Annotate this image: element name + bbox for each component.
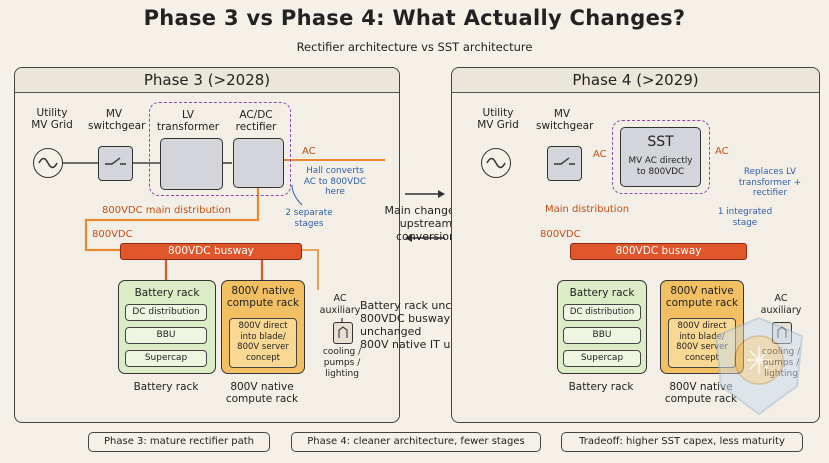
p3-switchgear-label: MV switchgear [88, 108, 146, 132]
p3-separate-note: 2 separate stages [285, 208, 333, 229]
p3-aux-label: AC auxiliary [319, 293, 361, 316]
p3-acdc-rectifier-box [233, 138, 284, 188]
p4-main-dist-label: Main distribution [545, 204, 630, 215]
p4-busway: 800VDC busway [570, 243, 747, 260]
p4-vdc-label: 800VDC [540, 229, 581, 240]
p4-battery-item-bbu: BBU [563, 327, 641, 344]
center-arrow-right-head [438, 190, 445, 198]
p3-utility-grid-icon [33, 148, 63, 178]
p3-compute-inner: 800V direct into blade/ 800V server conc… [229, 318, 297, 368]
p3-vdc-label: 800VDC [92, 229, 133, 240]
p3-hall-note: Hall converts AC to 800VDC here [303, 166, 367, 197]
p3-note-arrow [291, 184, 303, 206]
p3-battery-rack-title: Battery rack [134, 287, 200, 299]
p4-integrated-note: 1 integrated stage [717, 207, 773, 228]
p3-line-main-dist [84, 186, 260, 252]
p3-switchgear-box [98, 146, 133, 181]
footer-left: Phase 3: mature rectifier path [88, 432, 270, 452]
p3-aux-fan-icon [333, 322, 353, 344]
p4-ac-label-2: AC [715, 146, 729, 157]
p4-sst-desc: MV AC directly to 800VDC [628, 156, 693, 177]
p3-battery-item-dc: DC distribution [125, 304, 207, 321]
p4-utility-grid-icon [481, 148, 511, 178]
p3-conversion-group [149, 102, 291, 196]
p4-aux-label: AC auxiliary [760, 293, 802, 316]
p4-battery-rack-title: Battery rack [569, 287, 635, 299]
p4-switch-icon [554, 157, 575, 165]
p4-utility-label: Utility MV Grid [477, 107, 519, 131]
p3-lv-label: LV transformer [156, 109, 220, 133]
p4-sst-group [612, 120, 710, 194]
p3-lv-transformer-box [160, 138, 223, 190]
p4-compute-rack-title: 800V native compute rack [665, 285, 739, 309]
footer-right: Tradeoff: higher SST capex, less maturit… [561, 432, 803, 452]
p3-compute-rack-title: 800V native compute rack [226, 285, 300, 309]
phase4-header: Phase 4 (>2029) [452, 68, 819, 93]
p4-battery-item-supercap: Supercap [563, 350, 641, 367]
p4-ac-label-1: AC [593, 149, 607, 160]
center-arrow-left-head [405, 234, 412, 242]
p4-replaces-note: Replaces LV transformer + rectifier [738, 167, 802, 198]
p3-battery-caption: Battery rack [133, 381, 199, 393]
p3-busway: 800VDC busway [120, 243, 302, 260]
p3-battery-item-bbu: BBU [125, 327, 207, 344]
center-main-change: Main change = upstream conversion [384, 204, 468, 243]
p4-switchgear-box [547, 146, 582, 181]
watermark-logo-icon [714, 316, 804, 416]
page-subtitle: Rectifier architecture vs SST architectu… [296, 40, 533, 54]
p4-compute-caption: 800V native compute rack [664, 381, 738, 405]
page-title: Phase 3 vs Phase 4: What Actually Change… [143, 6, 686, 30]
p3-switch-icon [105, 157, 126, 165]
p4-battery-caption: Battery rack [568, 381, 634, 393]
p3-utility-label: Utility MV Grid [31, 107, 73, 131]
p4-sst-title: SST [647, 134, 674, 150]
p3-main-dist-label: 800VDC main distribution [102, 205, 231, 216]
p3-battery-item-supercap: Supercap [125, 350, 207, 367]
p3-line-aux [300, 249, 319, 290]
phase3-header: Phase 3 (>2028) [15, 68, 399, 93]
p4-switchgear-label: MV switchgear [536, 108, 594, 132]
footer-middle: Phase 4: cleaner architecture, fewer sta… [291, 432, 541, 452]
p4-sst-box: SST MV AC directly to 800VDC [620, 127, 701, 187]
p3-ac-label: AC [302, 146, 316, 157]
p3-aux-caption: cooling / pumps / lighting [322, 347, 362, 379]
p4-battery-item-dc: DC distribution [563, 304, 641, 321]
p3-acdc-label: AC/DC rectifier [235, 109, 277, 133]
p3-compute-caption: 800V native compute rack [225, 381, 299, 405]
